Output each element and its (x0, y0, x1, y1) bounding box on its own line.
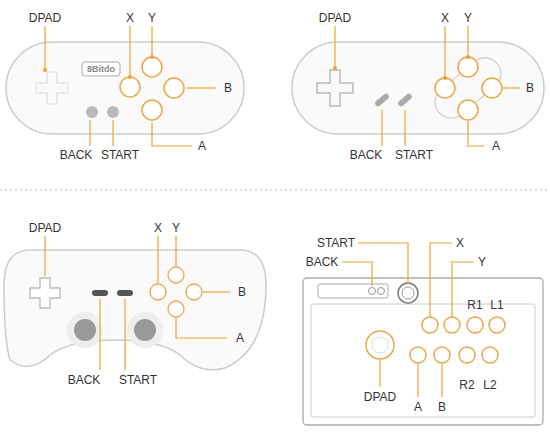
button-label: START (119, 374, 157, 386)
button-label: DPAD (29, 222, 61, 234)
button-label: A (236, 332, 244, 344)
button-label: DPAD (364, 391, 396, 403)
button-label: B (438, 401, 446, 413)
button-label: BACK (306, 256, 339, 268)
button-label: B (224, 82, 232, 94)
button-label: X (456, 237, 464, 249)
button-label: START (317, 237, 355, 249)
button-label: A (492, 140, 500, 152)
button-label: Y (148, 12, 156, 24)
button-label: R2 (459, 379, 474, 391)
button-label: B (238, 286, 246, 298)
button-label: BACK (60, 149, 93, 161)
button-label: X (126, 12, 134, 24)
button-label: Y (478, 256, 486, 268)
button-label: B (526, 82, 534, 94)
button-label: Y (464, 12, 472, 24)
button-label: BACK (68, 374, 101, 386)
button-label: L1 (490, 299, 503, 311)
button-label: BACK (350, 149, 383, 161)
button-label: Y (172, 222, 180, 234)
button-label: DPAD (319, 12, 351, 24)
button-label: DPAD (29, 12, 61, 24)
button-label: A (414, 401, 422, 413)
button-label: X (154, 222, 162, 234)
button-label: A (198, 140, 206, 152)
button-label: L2 (483, 379, 496, 391)
button-label: X (441, 12, 449, 24)
button-label: START (395, 149, 433, 161)
button-label: START (101, 149, 139, 161)
logo-text: 8Bitdo (87, 65, 115, 74)
button-label: R1 (467, 299, 482, 311)
